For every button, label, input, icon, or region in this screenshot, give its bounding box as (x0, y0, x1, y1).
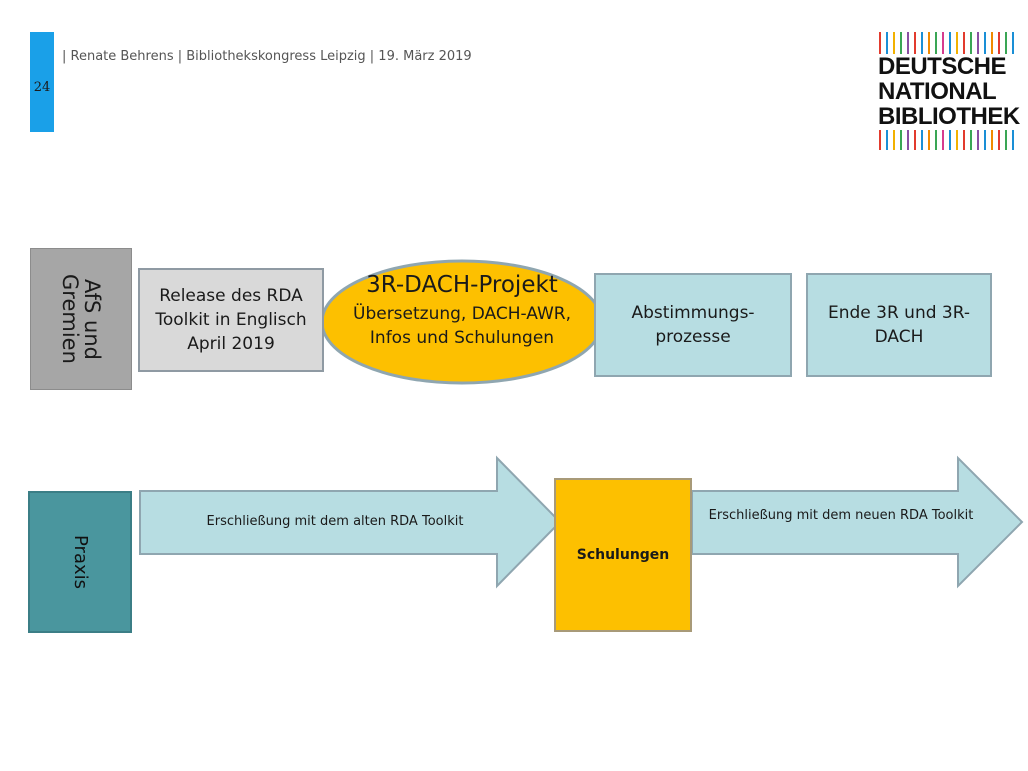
arrow-old-label: Erschließung mit dem alten RDA Toolkit (206, 514, 464, 529)
logo-line-2: NATIONAL (878, 78, 997, 105)
logo-wordmark: DEUTSCHE NATIONAL BIBLIOTHEK (878, 54, 1020, 129)
dnb-logo: DEUTSCHE NATIONAL BIBLIOTHEK (876, 32, 1020, 150)
accent-bar (30, 32, 54, 132)
arrow-old-toolkit (139, 455, 562, 589)
logo-line-3: BIBLIOTHEK (878, 103, 1020, 130)
dach-project-title: 3R-DACH-Projekt (366, 272, 558, 298)
afs-gremien-text: AfS und Gremien (58, 274, 104, 364)
header-text: | Renate Behrens | Bibliothekskongress L… (62, 49, 472, 64)
praxis-text: Praxis (70, 535, 91, 589)
arrow-new-label: Erschließung mit dem neuen RDA Toolkit (708, 508, 974, 523)
schulungen-box: Schulungen (554, 478, 692, 632)
logo-line-1: DEUTSCHE (878, 53, 1007, 80)
ende-box: Ende 3R und 3R-DACH (806, 273, 992, 377)
slide-number: 24 (33, 80, 51, 95)
arrow-new-toolkit (691, 455, 1024, 589)
afs-gremien-label: AfS und Gremien (30, 248, 132, 390)
logo-stripes (876, 32, 1016, 150)
release-box: Release des RDA Toolkit in Englisch Apri… (138, 268, 324, 372)
abstimmung-box: Abstimmungs-prozesse (594, 273, 792, 377)
dach-project-body: Übersetzung, DACH-AWR, Infos und Schulun… (353, 304, 571, 348)
praxis-label: Praxis (28, 491, 132, 633)
